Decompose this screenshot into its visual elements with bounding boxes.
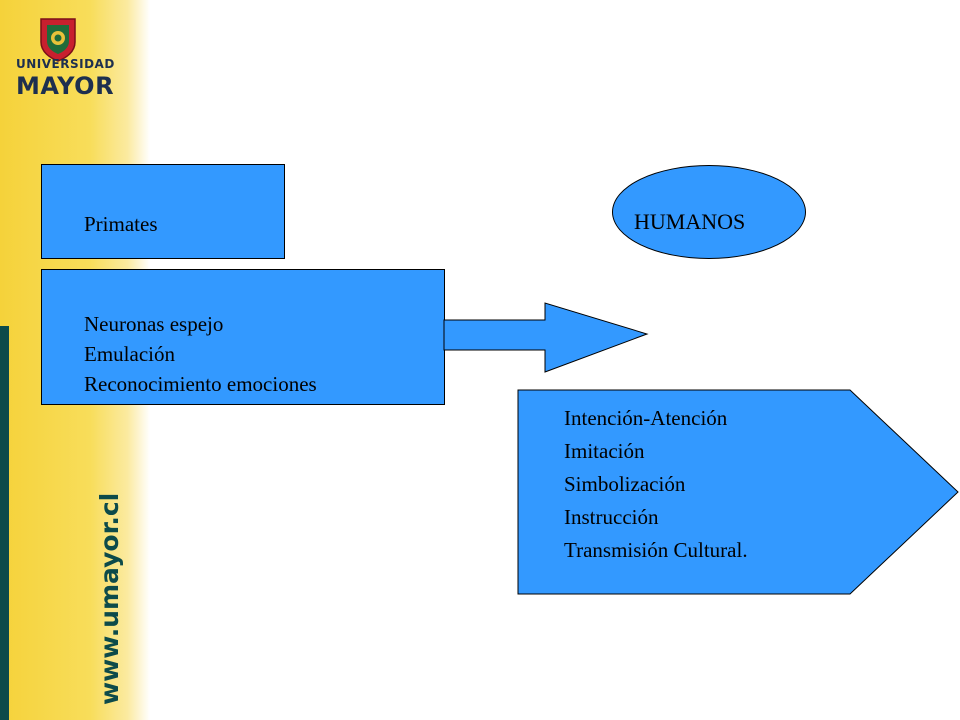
primates-label: Primates	[84, 212, 158, 236]
sidebar-accent-bar	[0, 326, 9, 720]
primates-capabilities-box: Neuronas espejo Emulación Reconocimiento…	[41, 269, 445, 405]
capability-item: Instrucción	[564, 505, 659, 529]
capability-item: Imitación	[564, 439, 645, 463]
university-shield-icon	[40, 18, 76, 62]
right-arrow-shape	[443, 302, 649, 373]
humanos-label: HUMANOS	[634, 209, 746, 234]
capability-item: Intención-Atención	[564, 406, 728, 430]
humanos-capabilities-list: Intención-Atención Imitación Simbolizaci…	[564, 402, 748, 567]
capability-item: Simbolización	[564, 472, 686, 496]
logo-wordmark-line2: MAYOR	[16, 72, 115, 100]
logo-wordmark-line1: UNIVERSIDAD	[16, 57, 115, 71]
humanos-capabilities-pentagon	[517, 389, 959, 595]
humanos-ellipse	[612, 165, 806, 259]
capability-item: Neuronas espejo	[84, 312, 224, 336]
website-url: www.umayor.cl	[95, 492, 124, 705]
capability-item: Emulación	[84, 342, 175, 366]
capability-item: Transmisión Cultural.	[564, 538, 748, 562]
primates-box: Primates	[41, 164, 285, 259]
capability-item: Reconocimiento emociones	[84, 372, 317, 396]
primates-capabilities-list: Neuronas espejo Emulación Reconocimiento…	[84, 309, 317, 399]
